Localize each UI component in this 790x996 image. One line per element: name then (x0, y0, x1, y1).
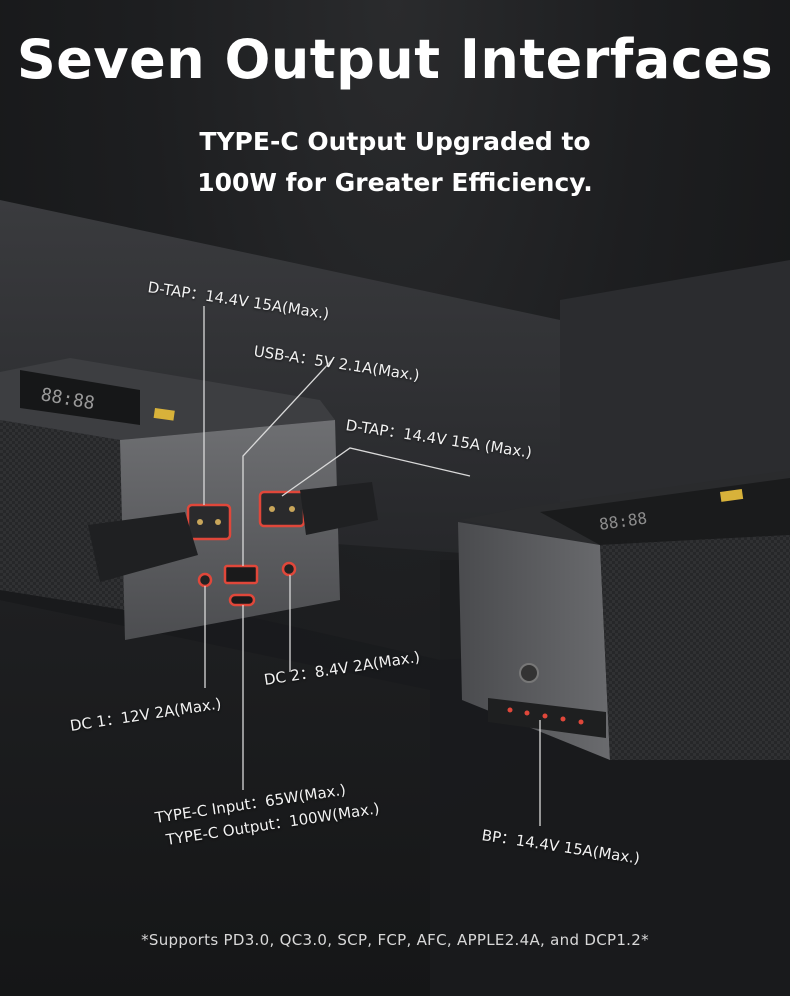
dtap-port-right (258, 490, 306, 528)
right-battery: 88:88 (458, 470, 790, 760)
subtitle-line-2: 100W for Greater Efficiency. (197, 168, 593, 197)
dtap-port-left (186, 503, 232, 541)
subtitle-line-1: TYPE-C Output Upgraded to (199, 127, 591, 156)
left-pedestal-front (0, 600, 430, 996)
usb-a-port (223, 564, 259, 585)
dc2-port (281, 561, 297, 577)
dc1-port (197, 572, 213, 588)
bp-connector (488, 698, 606, 738)
leader-lines (203, 306, 541, 826)
protocols-footnote: *Supports PD3.0, QC3.0, SCP, FCP, AFC, A… (141, 931, 649, 949)
type-c-port (228, 593, 256, 607)
page-title: Seven Output Interfaces (16, 28, 774, 91)
left-battery: 88:88 (0, 358, 378, 640)
